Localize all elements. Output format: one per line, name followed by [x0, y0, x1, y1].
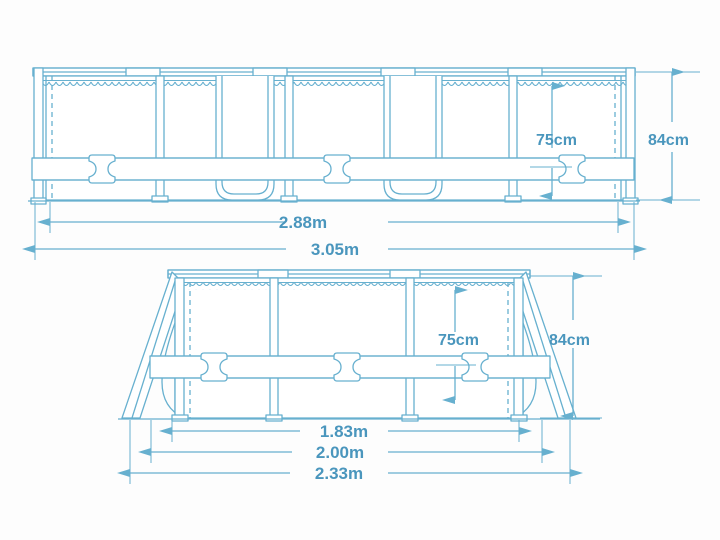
end-dim-75cm: [436, 286, 476, 404]
side-dim-75cm: [530, 82, 572, 200]
end-vertical-post: [401, 277, 419, 422]
side-u-leg: [215, 76, 275, 201]
end-dim-233m: [117, 420, 583, 484]
end-dim-183m: [159, 420, 532, 442]
end-view-group: [117, 269, 602, 484]
side-dim-84cm: [636, 68, 700, 204]
side-view-group: [22, 67, 700, 260]
end-vertical-post: [265, 277, 283, 422]
dimension-labels: 75cm 84cm 2.88m 3.05m 75cm 84cm 1.83m 2.…: [279, 132, 689, 483]
side-vertical-post: [151, 75, 169, 203]
end-label-outer-width: 2.33m: [315, 464, 363, 483]
end-bowtie-connector: [200, 352, 228, 382]
side-bowtie-connector: [323, 154, 351, 184]
side-label-inner-length: 2.88m: [279, 213, 327, 232]
end-pool-wall: [174, 277, 524, 419]
end-label-wall-height: 84cm: [549, 332, 590, 349]
side-top-rail: [32, 67, 636, 77]
side-dim-288m: [37, 202, 631, 233]
end-dim-200m: [138, 420, 555, 463]
side-bowtie-connector: [88, 154, 116, 184]
side-water-line: [42, 80, 628, 88]
end-top-rail: [167, 269, 531, 279]
side-label-water-depth: 75cm: [536, 132, 577, 149]
end-bowtie-connector: [461, 352, 489, 382]
side-vertical-post: [504, 75, 522, 203]
end-label-mid-width: 2.00m: [316, 443, 364, 462]
side-vertical-post: [280, 75, 298, 203]
side-u-leg: [383, 76, 443, 201]
side-label-wall-height: 84cm: [648, 132, 689, 149]
side-bowtie-connector: [558, 154, 586, 184]
end-label-inner-width: 1.83m: [320, 422, 368, 441]
end-left-post: [171, 277, 191, 422]
side-dim-305m: [22, 202, 647, 260]
side-label-outer-length: 3.05m: [311, 240, 359, 259]
end-label-water-depth: 75cm: [438, 332, 479, 349]
end-water-line: [177, 282, 521, 290]
end-bowtie-connector: [333, 352, 361, 382]
end-dim-84cm: [530, 272, 602, 420]
